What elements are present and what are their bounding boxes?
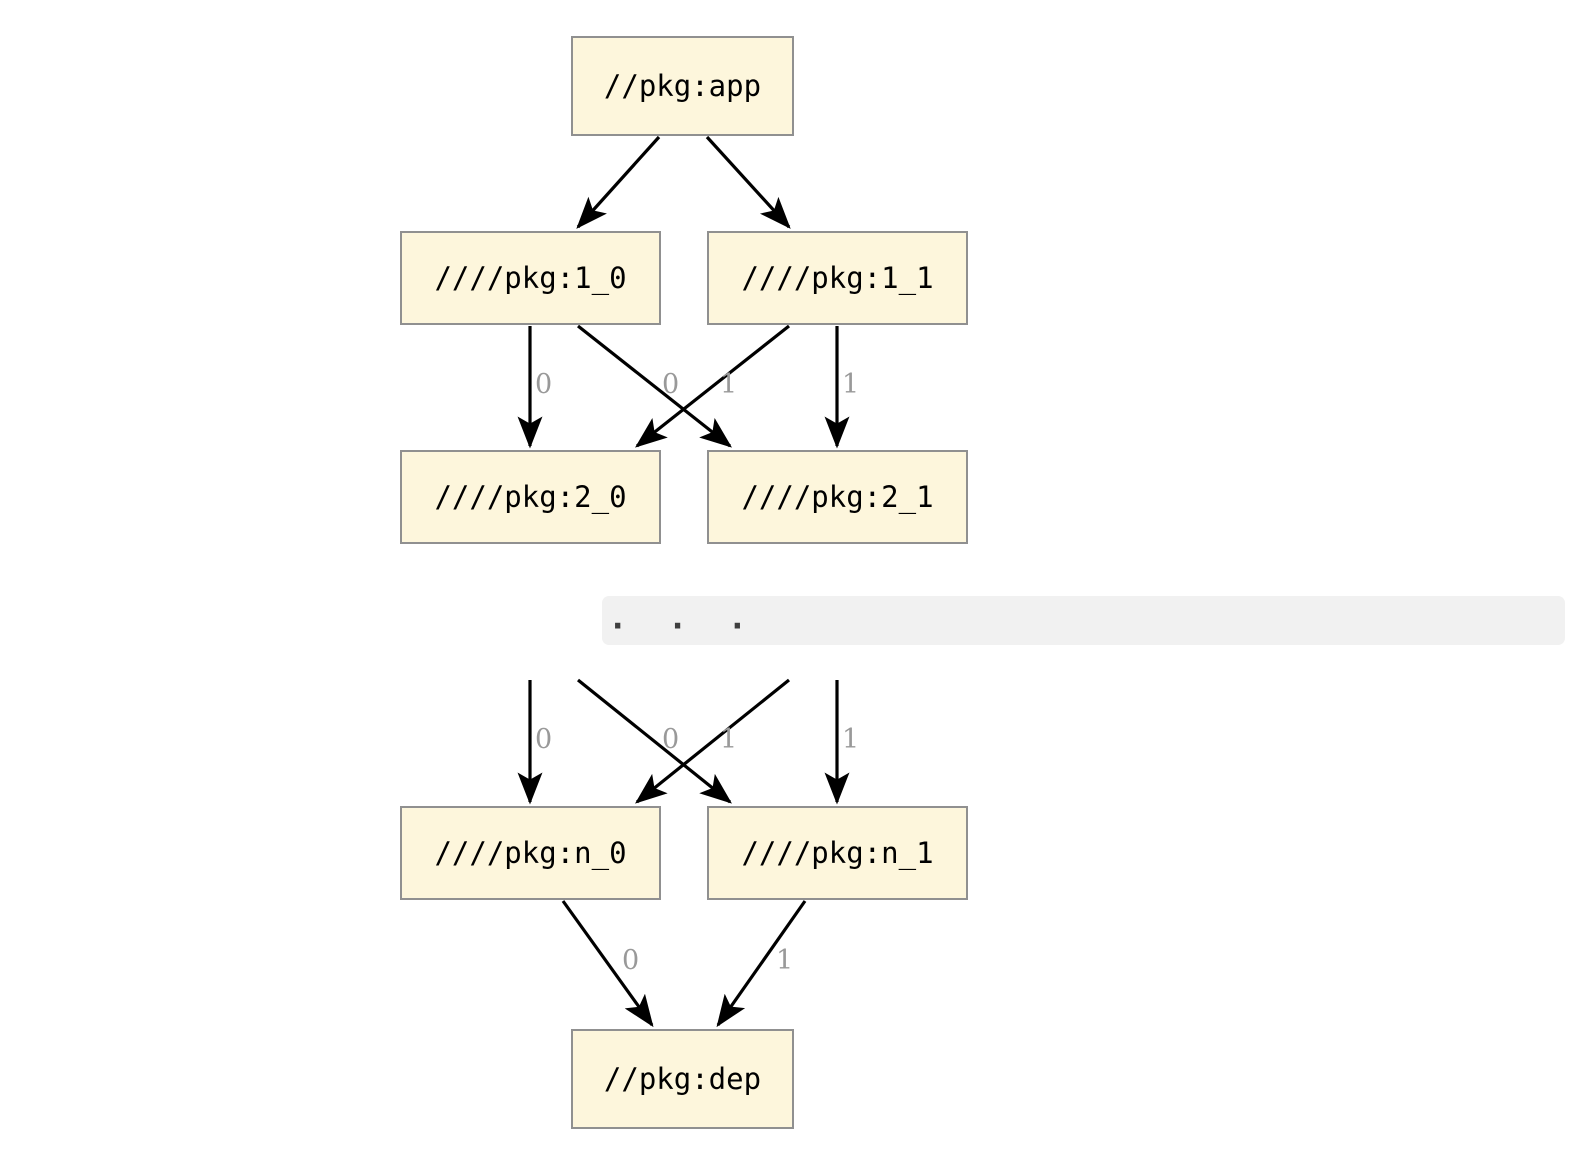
graph-node-l2_1[interactable]: ////pkg:2_1 (707, 450, 968, 544)
edge-label-elided-ln_1: 0 (662, 724, 680, 755)
edge-elided-to-ln_1 (576, 678, 732, 804)
graph-node-ln_1[interactable]: ////pkg:n_1 (707, 806, 968, 900)
edge-label-elided-ln_0: 0 (535, 724, 553, 755)
edge-ln_1-to-dep (716, 900, 807, 1028)
edge-elided-to-ln_0 (635, 678, 791, 804)
edge-label-ln_0-dep: 0 (622, 945, 640, 976)
edge-label-l1_1-l2_1: 1 (842, 369, 860, 400)
edge-label-l1_0-l2_0: 0 (535, 369, 553, 400)
edge-label-l1_0-l2_1: 0 (662, 369, 680, 400)
edge-l1_0-to-l2_1 (577, 324, 733, 448)
edge-app-to-l1_1 (705, 135, 791, 229)
graph-node-label: ////pkg:n_1 (741, 836, 934, 870)
graph-node-label: ////pkg:1_1 (741, 261, 934, 295)
graph-node-dep[interactable]: //pkg:dep (571, 1029, 794, 1129)
graph-node-label: ////pkg:1_0 (434, 261, 627, 295)
elided-rows-band: · · · (602, 596, 1565, 645)
graph-node-ln_0[interactable]: ////pkg:n_0 (400, 806, 661, 900)
edge-label-elided-ln_0: 1 (720, 724, 738, 755)
edge-ln_0-to-dep (561, 900, 654, 1028)
graph-node-label: //pkg:app (603, 69, 762, 103)
graph-node-l2_0[interactable]: ////pkg:2_0 (400, 450, 661, 544)
graph-node-label: ////pkg:2_0 (434, 480, 627, 514)
ellipsis-dots: · · · (612, 608, 763, 644)
graph-node-label: ////pkg:2_1 (741, 480, 934, 514)
graph-node-l1_1[interactable]: ////pkg:1_1 (707, 231, 968, 325)
graph-node-app[interactable]: //pkg:app (571, 36, 794, 136)
edge-label-elided-ln_1: 1 (842, 724, 860, 755)
graph-node-l1_0[interactable]: ////pkg:1_0 (400, 231, 661, 325)
edge-label-ln_1-dep: 1 (776, 945, 794, 976)
edge-app-to-l1_0 (576, 135, 661, 229)
edge-label-l1_1-l2_0: 1 (720, 369, 738, 400)
edge-lines (517, 135, 850, 1028)
graph-node-label: ////pkg:n_0 (434, 836, 627, 870)
graph-node-label: //pkg:dep (603, 1062, 762, 1096)
edge-l1_1-to-l2_0 (634, 324, 790, 448)
